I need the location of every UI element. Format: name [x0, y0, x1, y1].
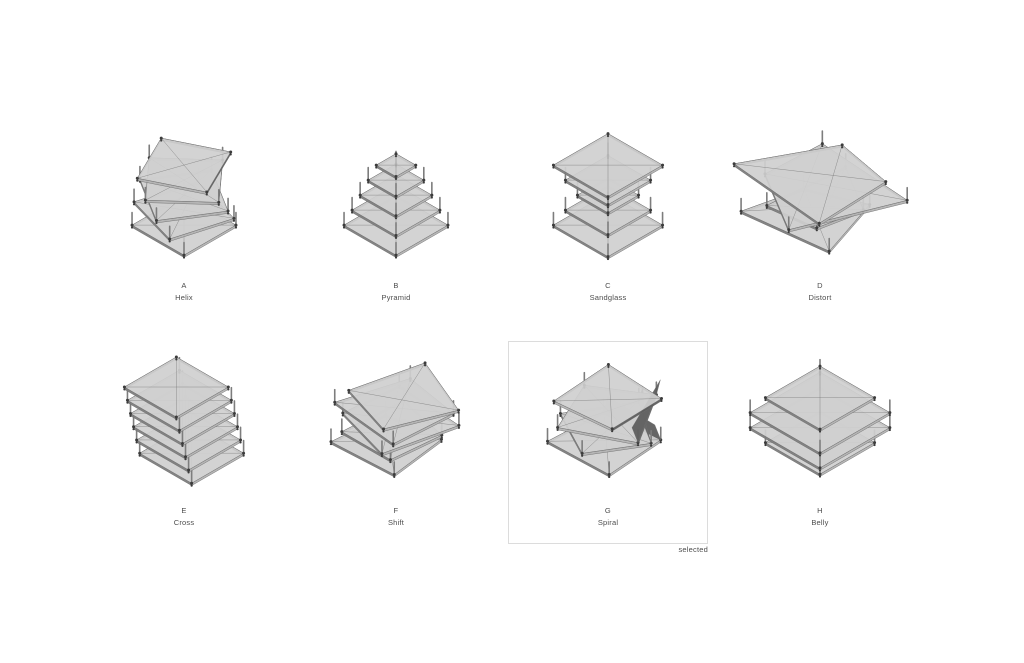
- variant-cell-c[interactable]: C Sandglass: [508, 132, 708, 307]
- variant-cell-g[interactable]: G Spiral: [508, 357, 708, 532]
- variant-letter: C: [605, 281, 611, 290]
- variant-figure-c: [551, 132, 665, 261]
- variant-name: Cross: [173, 517, 195, 527]
- variant-name: Belly: [811, 517, 829, 527]
- variant-letter: H: [817, 506, 823, 515]
- variant-caption: H Belly: [720, 505, 920, 528]
- variant-name: Spiral: [597, 517, 619, 527]
- variant-cell-d[interactable]: D Distort: [720, 130, 920, 307]
- variant-figure-h: [748, 358, 892, 478]
- variant-cell-h[interactable]: H Belly: [720, 357, 920, 532]
- variant-cell-f[interactable]: F Shift: [296, 357, 496, 532]
- variant-name: Shift: [387, 517, 404, 527]
- variant-letter: F: [393, 506, 399, 515]
- variant-letter: B: [393, 281, 399, 290]
- variant-figure-e: [122, 355, 246, 487]
- variant-letter: E: [181, 506, 187, 515]
- variant-caption: A Helix: [84, 280, 284, 303]
- variant-name: Pyramid: [381, 292, 411, 302]
- variant-letter: A: [181, 281, 187, 290]
- variant-figure-a: [130, 136, 238, 259]
- variant-caption: F Shift: [296, 505, 496, 528]
- variant-name: Sandglass: [589, 292, 627, 302]
- variant-caption: C Sandglass: [508, 280, 708, 303]
- variant-caption: G Spiral: [508, 505, 708, 528]
- variant-figure-d: [732, 130, 909, 255]
- variant-letter: G: [604, 506, 612, 515]
- variant-figure-f: [329, 361, 461, 479]
- variant-cell-e[interactable]: E Cross: [84, 355, 284, 532]
- variant-figure-g: [546, 362, 663, 479]
- variant-caption: E Cross: [84, 505, 284, 528]
- variant-cell-a[interactable]: A Helix: [84, 132, 284, 307]
- variant-letter: D: [817, 281, 823, 290]
- variant-caption: B Pyramid: [296, 280, 496, 303]
- variant-name: Helix: [175, 292, 193, 302]
- selection-tag-label: selected: [678, 545, 708, 554]
- variant-figure-b: [342, 150, 450, 259]
- variant-cell-b[interactable]: B Pyramid: [296, 132, 496, 307]
- variant-name: Distort: [808, 292, 832, 302]
- variant-caption: D Distort: [720, 280, 920, 303]
